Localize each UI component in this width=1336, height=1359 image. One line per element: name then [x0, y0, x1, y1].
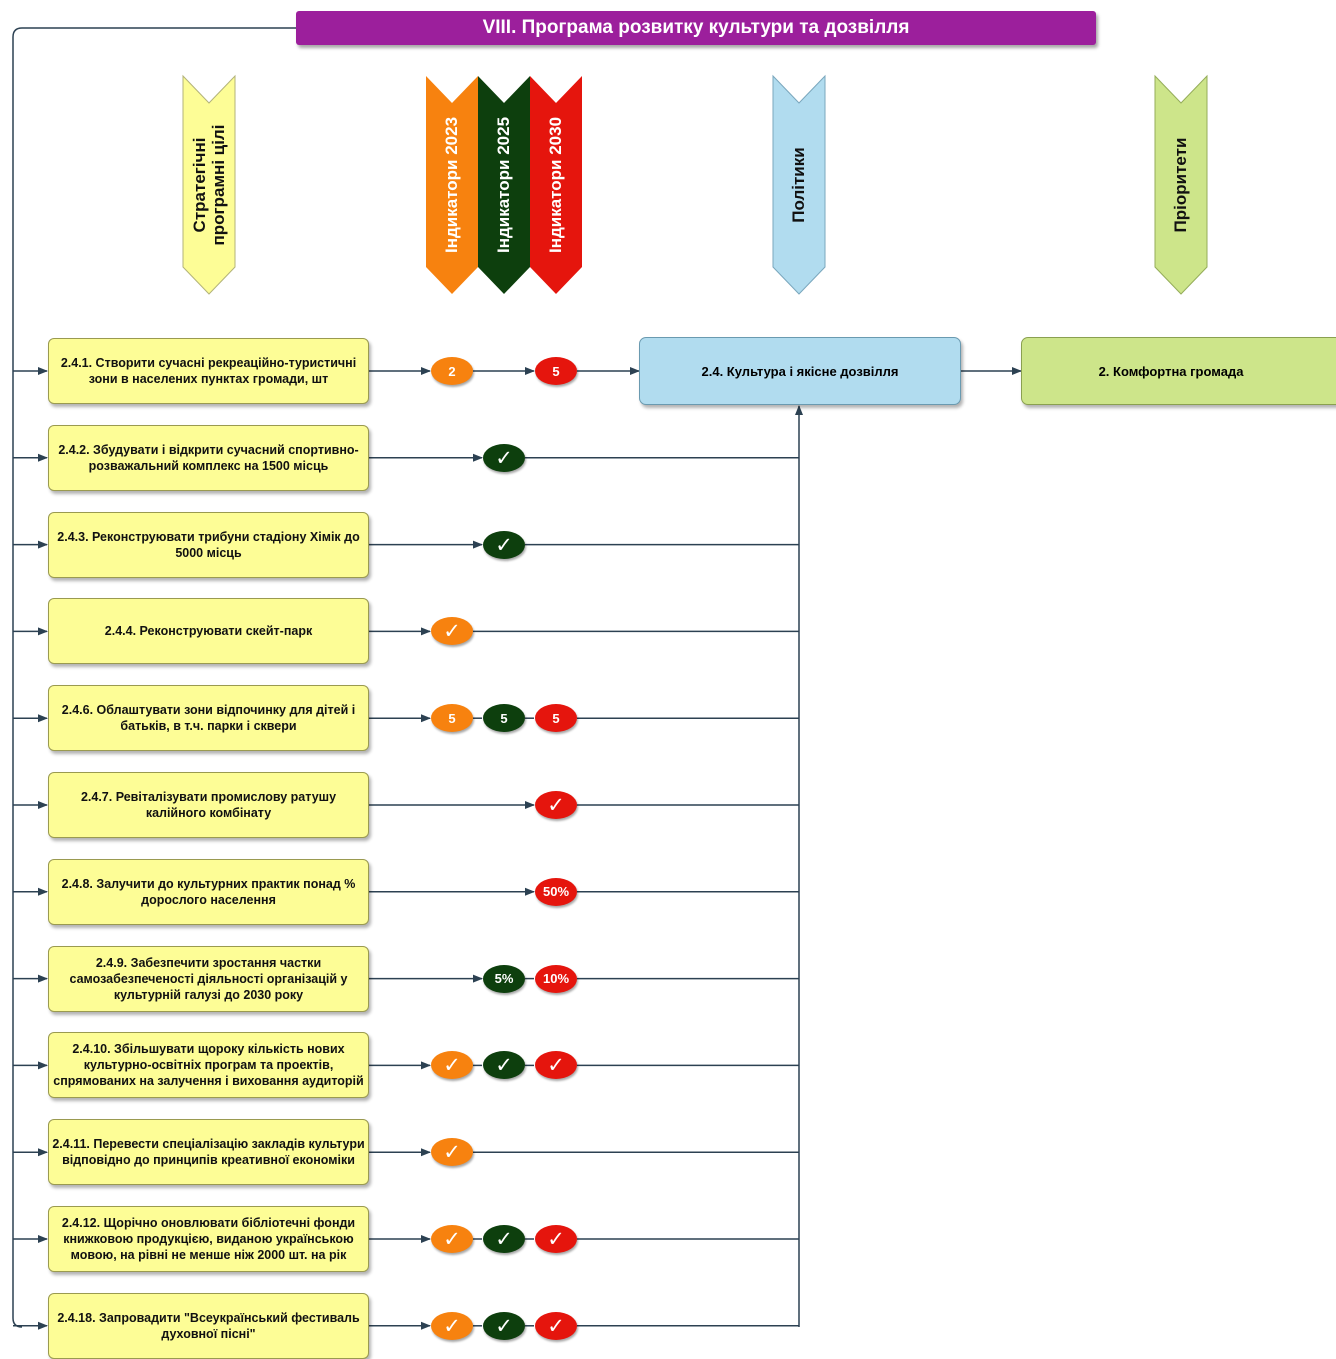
goal-box: 2.4.1. Створити сучасні рекреаційно-тури…	[48, 338, 369, 404]
indicator-2030-value: 5	[535, 357, 577, 385]
indicator-2025-value: 5	[483, 704, 525, 733]
goal-connectors	[13, 367, 799, 1330]
goal-box: 2.4.18. Запровадити "Всеукраїнський фест…	[48, 1292, 369, 1359]
indicator-2025-check-icon: ✓	[483, 530, 525, 559]
priority-label: 2. Комфортна громада	[1098, 363, 1244, 379]
goal-box: 2.4.3. Реконструювати трибуни стадіону Х…	[48, 511, 369, 578]
indicator-2030-check-icon: ✓	[535, 791, 577, 819]
header-goals-shape	[182, 74, 236, 295]
goal-box: 2.4.8. Залучити до культурних практик по…	[48, 858, 369, 925]
program-title: VIII. Програма розвитку культури та дозв…	[296, 11, 1096, 45]
header-ind2025-shape	[478, 76, 530, 294]
indicator-2030-check-icon: ✓	[535, 1225, 577, 1253]
indicator-2023-check-icon: ✓	[431, 1225, 473, 1253]
indicator-2023-value: 2	[431, 357, 473, 385]
goal-box: 2.4.9. Забезпечити зростання частки само…	[48, 945, 369, 1012]
indicator-2030-check-icon: ✓	[535, 1051, 577, 1080]
header-goals-label: Стратегічні програмні цілі	[190, 124, 228, 246]
indicator-2030-check-icon: ✓	[535, 1311, 577, 1340]
header-ind2030-label: Індикатори 2030	[546, 116, 565, 254]
indicator-2030-value: 50%	[535, 877, 577, 906]
header-policies-shape	[772, 74, 826, 295]
header-priorities-label: Пріоритети	[1171, 137, 1190, 233]
header-ind2025-label: Індикатори 2025	[494, 116, 513, 254]
goal-box: 2.4.6. Облаштувати зони відпочинку для д…	[48, 685, 369, 752]
indicator-2023-check-icon: ✓	[431, 617, 473, 646]
indicator-2023-check-icon: ✓	[431, 1138, 473, 1167]
indicator-2030-value: 5	[535, 704, 577, 733]
header-ind2030-shape	[530, 76, 582, 294]
indicator-2025-check-icon: ✓	[483, 1051, 525, 1080]
indicator-2025-value: 5%	[483, 964, 525, 993]
goal-box: 2.4.4. Реконструювати скейт-парк	[48, 598, 369, 665]
goal-box: 2.4.10. Збільшувати щороку кількість нов…	[48, 1032, 369, 1099]
header-priorities-shape	[1154, 74, 1208, 295]
header-ind2023-label: Індикатори 2023	[442, 116, 461, 254]
indicator-2025-check-icon: ✓	[483, 1225, 525, 1253]
indicator-2025-check-icon: ✓	[483, 1311, 525, 1340]
goal-box: 2.4.7. Ревіталізувати промислову ратушу …	[48, 772, 369, 838]
indicator-2030-value: 10%	[535, 964, 577, 993]
goal-box: 2.4.11. Перевести спеціалізацію закладів…	[48, 1119, 369, 1186]
header-ind2023-shape	[426, 76, 478, 294]
indicator-2023-value: 5	[431, 704, 473, 733]
priority-box: 2. Комфортна громада	[1021, 337, 1336, 405]
indicator-2023-check-icon: ✓	[431, 1311, 473, 1340]
goal-box: 2.4.12. Щорічно оновлювати бібліотечні ф…	[48, 1206, 369, 1272]
policy-box: 2.4. Культура і якісне дозвілля	[639, 337, 961, 405]
indicator-2025-check-icon: ✓	[483, 443, 525, 472]
header-policies-label: Політики	[789, 147, 808, 223]
indicator-2023-check-icon: ✓	[431, 1051, 473, 1080]
goal-box: 2.4.2. Збудувати і відкрити сучасний спо…	[48, 424, 369, 491]
